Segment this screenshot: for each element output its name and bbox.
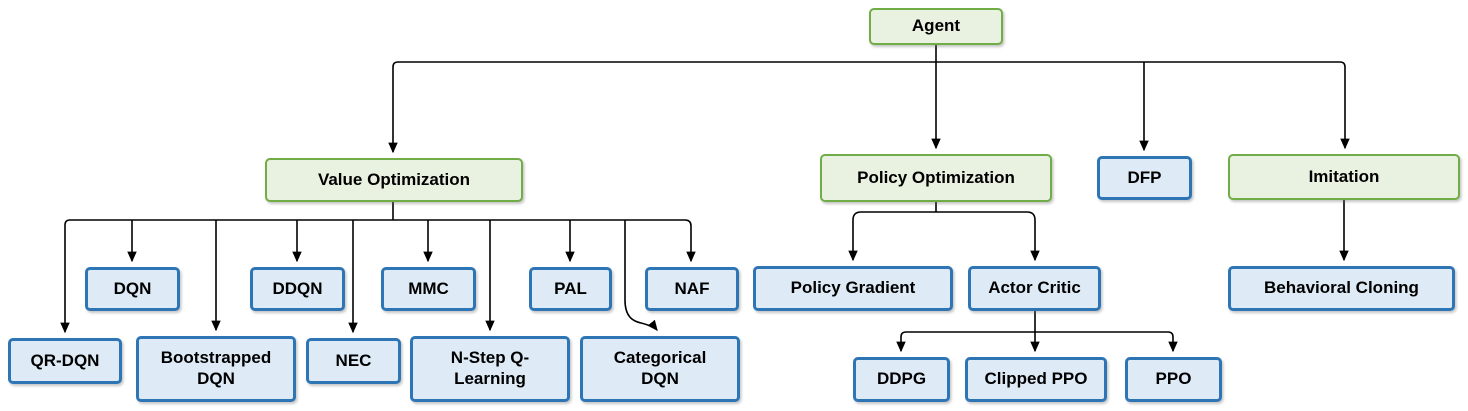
edge-vo-to-naf [684, 219, 696, 263]
node-qr-dqn: QR-DQN [8, 338, 122, 384]
node-imitation: Imitation [1228, 154, 1460, 200]
node-ppo: PPO [1125, 357, 1222, 402]
node-n-step-q-learning: N-Step Q-Learning [410, 336, 570, 402]
edge-ac-to-ddpg [896, 331, 907, 353]
node-ddpg: DDPG [853, 357, 950, 402]
edge-agent-to-value-optimization [388, 61, 399, 154]
node-bootstrapped-dqn: Bootstrapped DQN [136, 336, 296, 402]
edge-po-to-actor-critic [1026, 211, 1040, 262]
node-mmc: MMC [381, 267, 476, 311]
edges [60, 45, 1350, 353]
node-pal: PAL [529, 267, 612, 311]
node-dqn: DQN [85, 267, 180, 311]
edge-po-to-policy-gradient [848, 211, 862, 262]
node-clipped-ppo: Clipped PPO [965, 357, 1107, 402]
node-categorical-dqn: Categorical DQN [580, 336, 740, 402]
node-actor-critic: Actor Critic [968, 266, 1101, 311]
edge-vo-to-qr-dqn [60, 219, 71, 334]
edge-agent-to-imitation [1339, 61, 1350, 150]
node-behavioral-cloning: Behavioral Cloning [1228, 266, 1455, 311]
node-dfp: DFP [1097, 156, 1192, 200]
edge-ac-to-ppo [1167, 331, 1178, 353]
edge-vo-to-categorical-dqn [624, 220, 658, 331]
node-policy-optimization: Policy Optimization [820, 154, 1052, 202]
node-policy-gradient: Policy Gradient [753, 266, 953, 311]
node-nec: NEC [306, 338, 401, 384]
node-agent: Agent [869, 8, 1003, 45]
node-value-optimization: Value Optimization [265, 158, 523, 202]
node-naf: NAF [645, 267, 739, 311]
node-ddqn: DDQN [250, 267, 345, 311]
